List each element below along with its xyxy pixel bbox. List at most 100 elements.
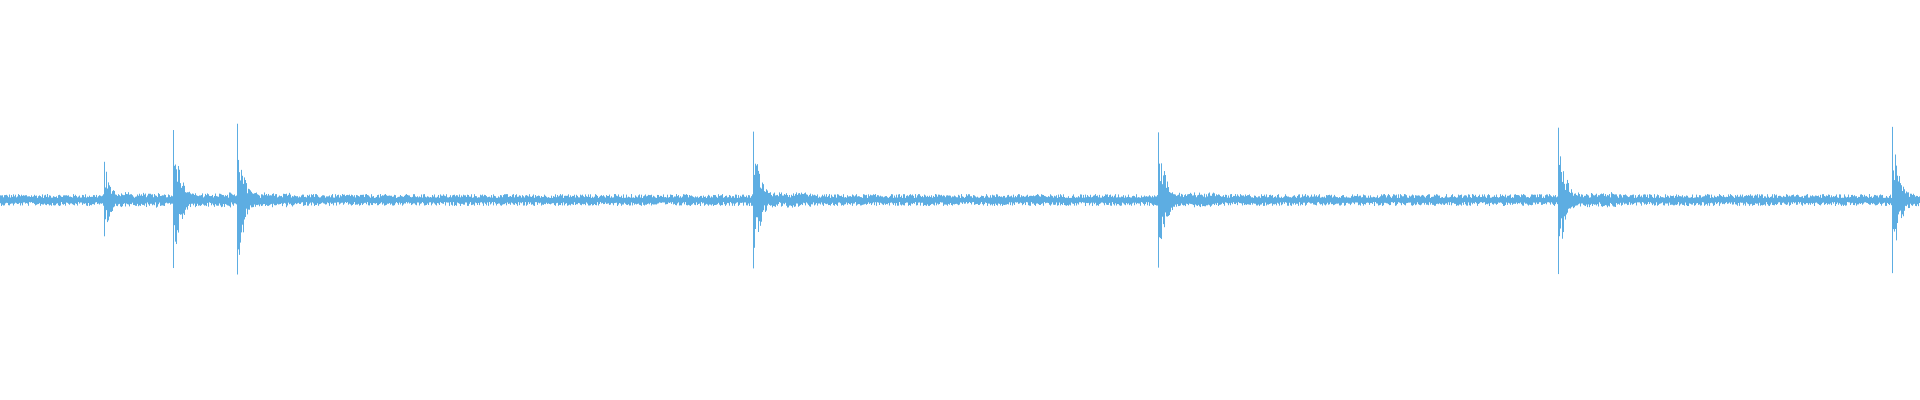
waveform-sample (948, 195, 949, 204)
waveform-sample (1523, 194, 1524, 206)
waveform-sample (879, 196, 880, 205)
waveform-sample (1747, 195, 1748, 204)
waveform-sample (880, 195, 881, 203)
waveform-sample (1050, 194, 1051, 206)
waveform-sample (519, 195, 520, 206)
waveform-sample (113, 190, 114, 208)
waveform-sample (720, 195, 721, 206)
waveform-sample (65, 195, 66, 206)
waveform-sample (1438, 195, 1439, 205)
waveform-sample (331, 195, 332, 204)
waveform-sample (602, 196, 603, 203)
waveform-sample (50, 195, 51, 205)
waveform-sample (140, 195, 141, 206)
waveform-sample (1711, 194, 1712, 203)
waveform-sample (1788, 196, 1789, 203)
waveform-sample (1382, 195, 1383, 206)
waveform-sample (423, 194, 424, 204)
waveform-sample (1794, 196, 1795, 204)
waveform-sample (1846, 197, 1847, 206)
waveform-sample (625, 197, 626, 204)
waveform-sample (1706, 195, 1707, 204)
waveform-sample (1025, 196, 1026, 206)
waveform-sample (1400, 194, 1401, 204)
waveform-sample (1348, 197, 1349, 204)
waveform-sample (430, 197, 431, 203)
waveform-sample (1585, 195, 1586, 207)
waveform-sample (295, 195, 296, 204)
waveform-sample (439, 197, 440, 205)
waveform-sample (868, 194, 869, 203)
waveform-sample (692, 196, 693, 205)
waveform-sample (1265, 196, 1266, 203)
waveform-sample (807, 194, 808, 204)
waveform-sample (597, 195, 598, 203)
waveform-sample (643, 196, 644, 205)
waveform-sample (1131, 197, 1132, 206)
waveform-sample (787, 195, 788, 208)
waveform-sample (484, 194, 485, 203)
waveform-sample (713, 194, 714, 206)
waveform-sample (516, 194, 517, 205)
waveform-sample (254, 193, 255, 205)
waveform-sample (1590, 197, 1591, 205)
waveform-sample (1264, 194, 1265, 206)
waveform-sample (978, 197, 979, 205)
waveform-sample (724, 197, 725, 205)
waveform-sample (1006, 197, 1007, 205)
waveform-sample (111, 193, 112, 213)
waveform-sample (60, 195, 61, 206)
waveform-sample (1176, 195, 1177, 207)
waveform-sample (1546, 194, 1547, 205)
waveform-sample (497, 197, 498, 205)
waveform-sample (1597, 196, 1598, 205)
waveform-sample (229, 192, 230, 207)
waveform-sample (670, 194, 671, 203)
waveform-sample (1606, 196, 1607, 206)
waveform-sample (944, 195, 945, 205)
waveform-sample (189, 191, 190, 205)
waveform-sample (717, 197, 718, 205)
waveform-sample (796, 192, 797, 204)
waveform-sample (1791, 195, 1792, 203)
waveform-sample (1323, 197, 1324, 204)
waveform-sample (498, 196, 499, 204)
waveform-sample (1054, 195, 1055, 205)
waveform-sample (10, 197, 11, 204)
waveform-sample (355, 197, 356, 205)
waveform-sample (64, 195, 65, 204)
waveform-sample (1504, 196, 1505, 206)
waveform-sample (1834, 196, 1835, 203)
waveform-sample (898, 194, 899, 206)
waveform-sample (153, 197, 154, 205)
waveform-sample (246, 183, 247, 209)
waveform-sample (1045, 196, 1046, 204)
waveform-sample (618, 194, 619, 205)
waveform-sample (783, 195, 784, 204)
waveform-sample (1245, 194, 1246, 205)
waveform-sample (890, 195, 891, 203)
waveform-sample (518, 196, 519, 203)
waveform-sample (1657, 194, 1658, 206)
waveform-sample (684, 194, 685, 205)
waveform-sample (445, 196, 446, 206)
waveform-sample (1431, 196, 1432, 204)
waveform-sample (1226, 194, 1227, 203)
waveform-sample (1815, 195, 1816, 203)
waveform-sample (1855, 196, 1856, 204)
waveform-sample (1454, 196, 1455, 204)
waveform-sample (1752, 195, 1753, 206)
waveform-sample (221, 194, 222, 208)
waveform-sample (1, 195, 2, 206)
waveform-sample (1237, 194, 1238, 206)
waveform-sample (87, 196, 88, 206)
waveform-sample (1345, 197, 1346, 206)
waveform-sample (559, 195, 560, 205)
waveform-sample (1425, 197, 1426, 203)
waveform-sample (1746, 195, 1747, 203)
waveform-sample (1073, 194, 1074, 204)
waveform-sample (1712, 197, 1713, 204)
waveform-sample (1852, 194, 1853, 203)
waveform-sample (185, 192, 186, 210)
waveform-sample (491, 195, 492, 204)
